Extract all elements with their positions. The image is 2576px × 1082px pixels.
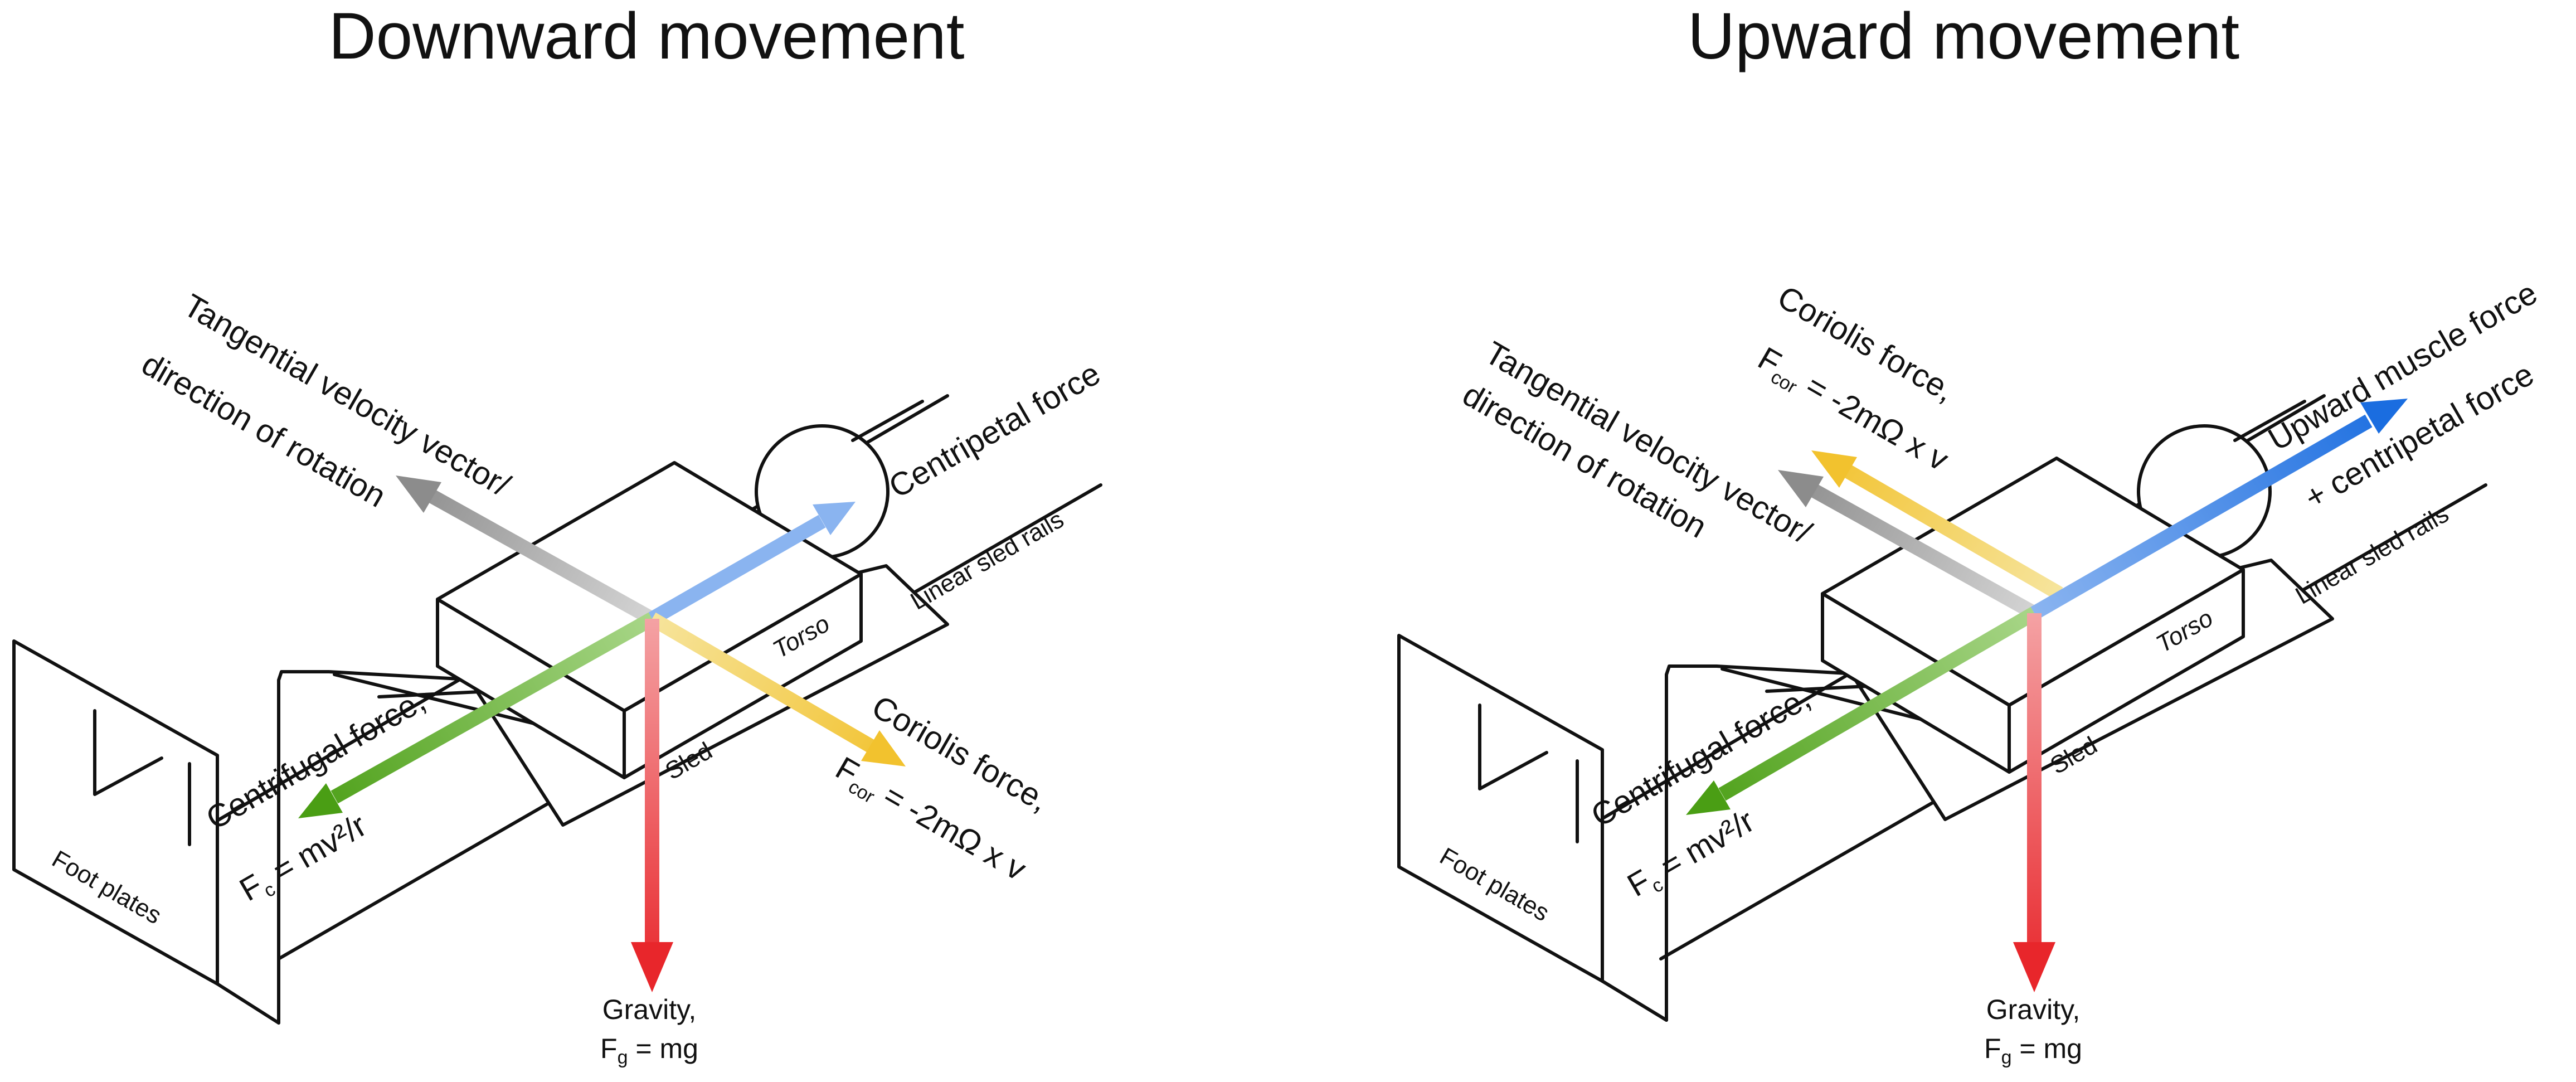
left-centripetal-label: Centripetal force (883, 355, 1106, 505)
right-title: Upward movement (1688, 0, 2239, 73)
left-velocity-label-2: direction of rotation (136, 346, 392, 515)
left-title: Downward movement (328, 0, 964, 73)
right-panel: Upward movement (1397, 0, 2543, 1068)
left-centrifugal-arrow (298, 612, 656, 818)
left-gravity-label-1: Gravity, (602, 994, 697, 1025)
right-gravity-arrow (2013, 613, 2055, 992)
right-coriolis-arrow (1811, 450, 2063, 600)
right-muscle-arrow (2030, 399, 2408, 620)
left-centripetal-arrow (648, 502, 856, 625)
right-gravity-label-1: Gravity, (1986, 994, 2081, 1025)
right-gravity-label-2: Fg = mg (1984, 1033, 2082, 1068)
left-gravity-label-2: Fg = mg (600, 1033, 698, 1068)
left-foot-plates (12, 639, 280, 1025)
right-centrifugal-arrow (1686, 606, 2038, 815)
right-centrifugal-label-2: Fc = mv²/r (1621, 803, 1762, 908)
left-velocity-arrow (396, 476, 656, 625)
right-foot-plates (1397, 634, 1668, 1022)
left-coriolis-arrow (648, 612, 906, 766)
right-centripetal-anchor (2137, 400, 2306, 559)
right-rails-label: Linear sled rails (2291, 500, 2453, 610)
left-centripetal-anchor (755, 400, 924, 559)
left-panel: Downward movement (12, 0, 1106, 1068)
left-gravity-arrow (631, 619, 673, 992)
right-velocity-arrow (1778, 470, 2038, 620)
left-centrifugal-label-2: Fc = mv²/r (234, 807, 375, 912)
left-rails-label: Linear sled rails (906, 506, 1068, 615)
